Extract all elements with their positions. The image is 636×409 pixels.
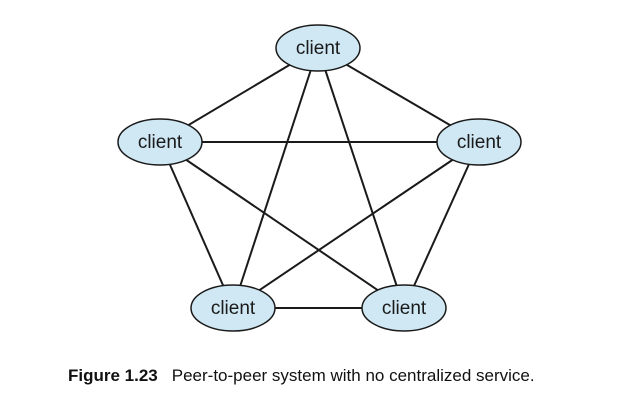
edge-left-bottom-right xyxy=(159,141,405,309)
client-ellipse xyxy=(436,118,522,166)
client-ellipse xyxy=(275,24,361,72)
peer-to-peer-diagram: client client client client client xyxy=(117,24,522,332)
client-ellipse xyxy=(190,284,276,332)
caption-text: Peer-to-peer system with no centralized … xyxy=(171,366,535,385)
client-label: client xyxy=(211,298,256,319)
client-label: client xyxy=(457,132,502,153)
client-node-right: client xyxy=(436,118,522,166)
figure-caption: Figure 1.23 Peer-to-peer system with no c… xyxy=(68,366,628,386)
client-node-bottom-right: client xyxy=(361,284,447,332)
client-ellipse xyxy=(361,284,447,332)
client-node-bottom-left: client xyxy=(190,284,276,332)
nodes: client client client client client xyxy=(117,24,522,332)
edge-left-bottom-left xyxy=(159,141,234,309)
client-node-top: client xyxy=(275,24,361,72)
edge-top-bottom-right xyxy=(317,47,405,309)
caption-label: Figure 1.23 xyxy=(68,366,158,385)
edge-right-bottom-left xyxy=(232,141,480,309)
edges xyxy=(159,47,480,309)
client-label: client xyxy=(296,38,341,59)
client-ellipse xyxy=(117,118,203,166)
client-label: client xyxy=(138,132,183,153)
client-label: client xyxy=(382,298,427,319)
edge-right-bottom-right xyxy=(403,141,480,309)
client-node-left: client xyxy=(117,118,203,166)
edge-top-bottom-left xyxy=(232,47,319,309)
